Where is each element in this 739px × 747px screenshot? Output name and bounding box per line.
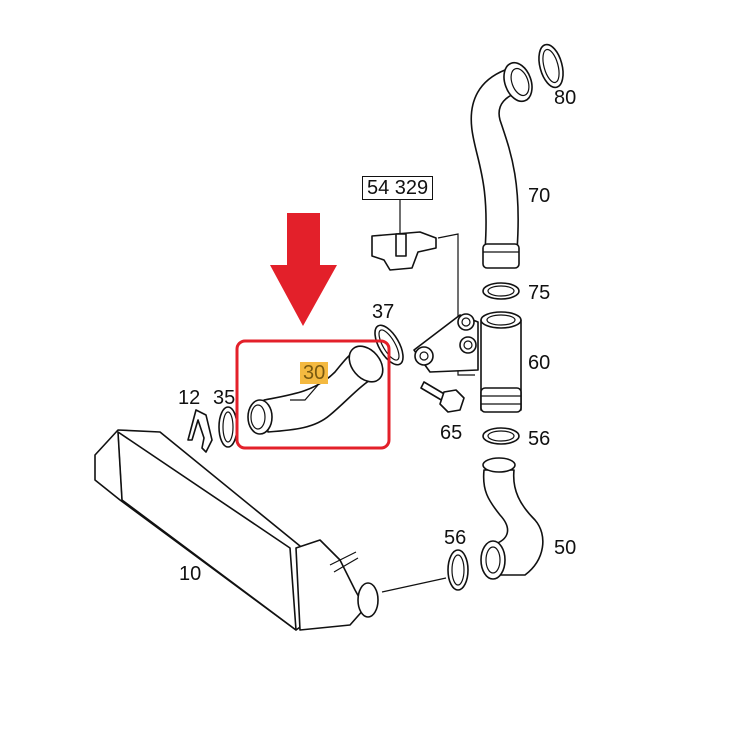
label-80: 80 — [554, 87, 577, 109]
hose-70 — [470, 61, 533, 269]
highlight-box — [235, 339, 391, 450]
red-down-arrow — [270, 213, 337, 326]
label-35: 35 — [213, 387, 236, 409]
intercooler-10 — [94, 429, 379, 631]
label-10: 10 — [179, 563, 202, 585]
hose-30 — [247, 345, 384, 435]
o-ring-80 — [538, 43, 564, 89]
label-30: 30 — [300, 362, 329, 384]
label-60: 60 — [528, 352, 551, 374]
label-12: 12 — [178, 387, 201, 409]
hose-50 — [480, 457, 544, 580]
label-70: 70 — [528, 185, 551, 207]
label-56-upper: 56 — [528, 428, 551, 450]
bolt-65 — [420, 381, 465, 413]
clip-12 — [187, 409, 213, 453]
label-37: 37 — [372, 301, 395, 323]
label-56-lower: 56 — [444, 527, 467, 549]
o-ring-35 — [218, 406, 238, 448]
connector-60 — [413, 311, 522, 413]
label-75: 75 — [528, 282, 551, 304]
label-65: 65 — [440, 422, 463, 444]
label-54329: 54 329 — [362, 176, 434, 200]
label-50: 50 — [554, 537, 577, 559]
o-ring-56-lower — [447, 549, 469, 591]
